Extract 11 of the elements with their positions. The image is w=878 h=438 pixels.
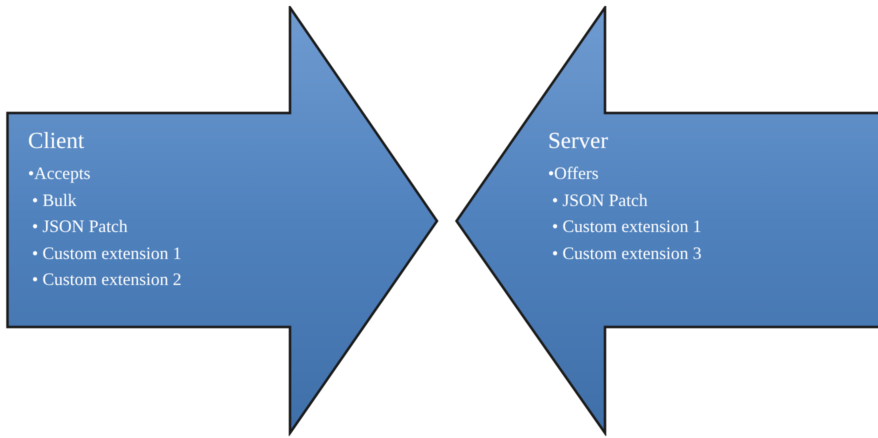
list-item: •Offers [548, 162, 600, 185]
list-item: •Accepts [28, 162, 92, 185]
list-item: • Custom extension 1 [32, 242, 182, 264]
node-title: Client [28, 128, 86, 154]
list-item: • Bulk [32, 188, 78, 212]
list-item: • JSON Patch [32, 215, 129, 238]
list-item: • Custom extension 1 [552, 215, 702, 238]
list-item: • JSON Patch [552, 188, 649, 212]
node-title: Server [548, 128, 610, 154]
list-item: • Custom extension 3 [552, 242, 702, 264]
list-item: • Custom extension 2 [32, 268, 182, 291]
